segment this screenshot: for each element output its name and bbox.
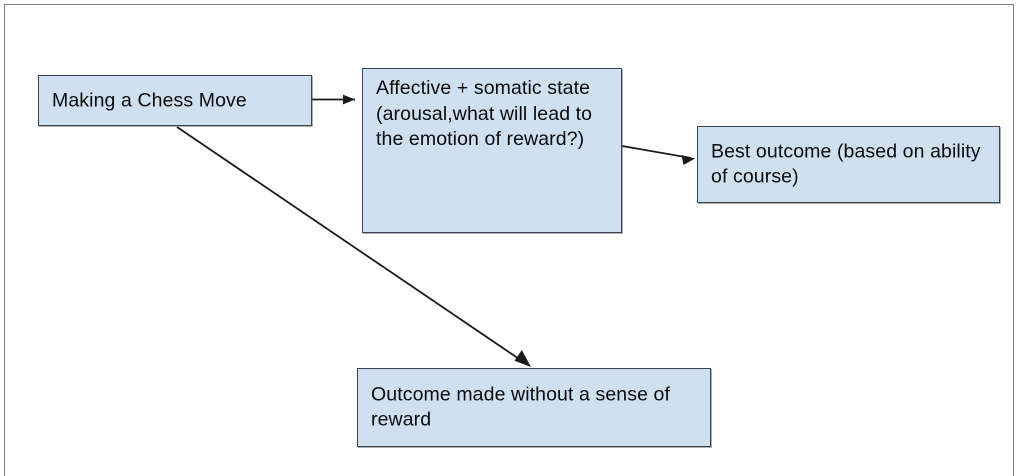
node-making-a-chess-move[interactable]: Making a Chess Move xyxy=(38,75,312,126)
node-label-outcome-without-sense-of-reward: Outcome made without a sense of reward xyxy=(371,383,671,431)
edge-affective-state-to-best-outcome xyxy=(621,145,695,165)
node-label-best-outcome: Best outcome (based on ability of course… xyxy=(711,140,981,188)
node-label-affective-somatic-state: Affective + somatic state (arousal,what … xyxy=(376,77,593,150)
node-label-making-a-chess-move: Making a Chess Move xyxy=(52,88,247,111)
node-outcome-without-sense-of-reward[interactable]: Outcome made without a sense of reward xyxy=(357,368,711,447)
node-best-outcome[interactable]: Best outcome (based on ability of course… xyxy=(697,126,1000,203)
node-affective-somatic-state[interactable]: Affective + somatic state (arousal,what … xyxy=(362,68,622,233)
edge-chess-move-to-affective-state xyxy=(312,94,355,105)
